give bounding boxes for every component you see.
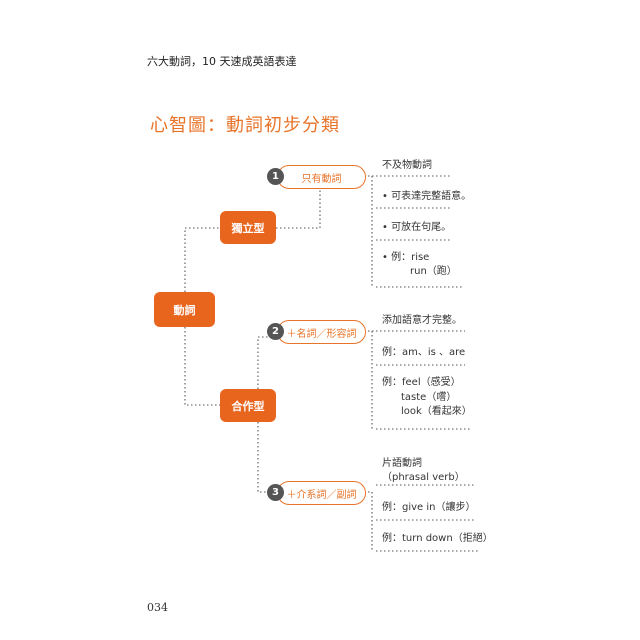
type-node-cooperative: 合作型 — [220, 389, 276, 422]
branch-1-note-3-line-2: run（跑） — [410, 266, 457, 277]
branch-number-badge-2: 2 — [267, 323, 284, 340]
root-node-verb: 動詞 — [154, 292, 215, 327]
branch-3-note-1: 例：give in（讓步） — [382, 502, 476, 513]
branch-1-heading: 不及物動詞 — [382, 160, 432, 171]
branch-3-heading-line-1: 片語動詞 — [382, 458, 422, 469]
section-title: 心智圖：動詞初步分類 — [150, 115, 340, 136]
branch-2-note-2-line-2: taste（嚐） — [401, 392, 457, 403]
branch-3-heading-line-2: （phrasal verb） — [382, 472, 465, 483]
branch-1-note-1: • 可表達完整語意。 — [382, 191, 472, 202]
branch-number-badge-3: 3 — [267, 484, 284, 501]
branch-2-note-2-line-3: look（看起來） — [401, 406, 472, 417]
branch-pill-2: ＋名詞／形容詞 — [277, 320, 366, 344]
type-node-independent: 獨立型 — [220, 211, 276, 244]
branch-2-note-2-line-1: 例：feel（感受） — [382, 377, 461, 388]
branch-1-note-2: • 可放在句尾。 — [382, 222, 452, 233]
branch-2-note-1: 例：am、is 、are — [382, 347, 466, 358]
branch-pill-1: 只有動詞 — [277, 165, 366, 189]
branch-number-badge-1: 1 — [267, 168, 284, 185]
running-header: 六大動詞，10 天速成英語表達 — [147, 55, 297, 68]
branch-2-heading: 添加語意才完整。 — [382, 315, 462, 326]
branch-pill-3: ＋介系詞／副詞 — [277, 481, 366, 505]
branch-3-note-2: 例：turn down（拒絕） — [382, 533, 493, 544]
branch-1-note-3-line-1: • 例：rise — [382, 252, 430, 263]
page-number: 034 — [147, 601, 168, 614]
